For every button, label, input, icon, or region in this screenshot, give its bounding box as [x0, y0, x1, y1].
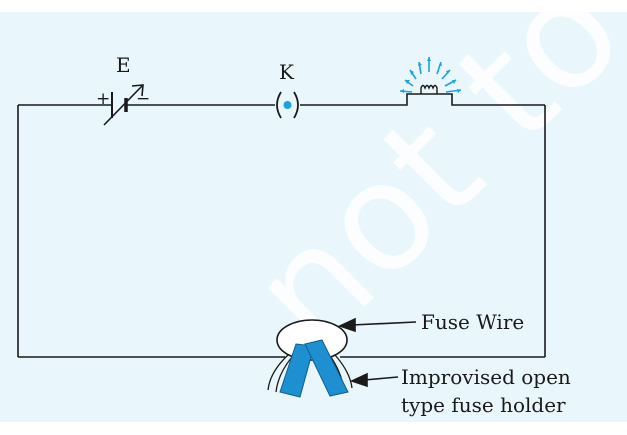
wire-top-right — [300, 93, 545, 106]
bulb-ray-heads — [400, 57, 461, 93]
holder-arrow-head — [349, 372, 368, 388]
variable-arrow-head — [131, 84, 144, 97]
key-right-bracket — [293, 91, 299, 119]
plug-key-symbol — [276, 91, 299, 119]
key-left-bracket — [276, 91, 282, 119]
variable-arrow-line — [103, 84, 144, 126]
fuse-holder-label-line2: type fuse holder — [401, 393, 566, 417]
battery-plus-sign: + — [96, 89, 110, 109]
fuse-wire-arrow-line — [351, 321, 417, 326]
bulb-symbol — [399, 57, 462, 94]
key-plug-dot — [283, 101, 292, 109]
fuse-wire-arrow-head — [337, 317, 356, 333]
circuit-wires — [17, 93, 546, 358]
variable-battery-symbol — [103, 84, 144, 126]
label-arrows — [337, 317, 417, 388]
fuse-holder-right-leg — [304, 339, 349, 397]
holder-arrow-line — [363, 376, 399, 381]
battery-label: E — [116, 53, 131, 77]
bulb-filament — [420, 84, 438, 94]
battery-minus-sign: − — [136, 89, 150, 109]
fuse-wire-label: Fuse Wire — [421, 310, 524, 334]
fuse-holder-assembly — [267, 319, 353, 398]
key-label: K — [279, 60, 295, 84]
fuse-holder-label-line1: Improvised open — [401, 365, 571, 389]
